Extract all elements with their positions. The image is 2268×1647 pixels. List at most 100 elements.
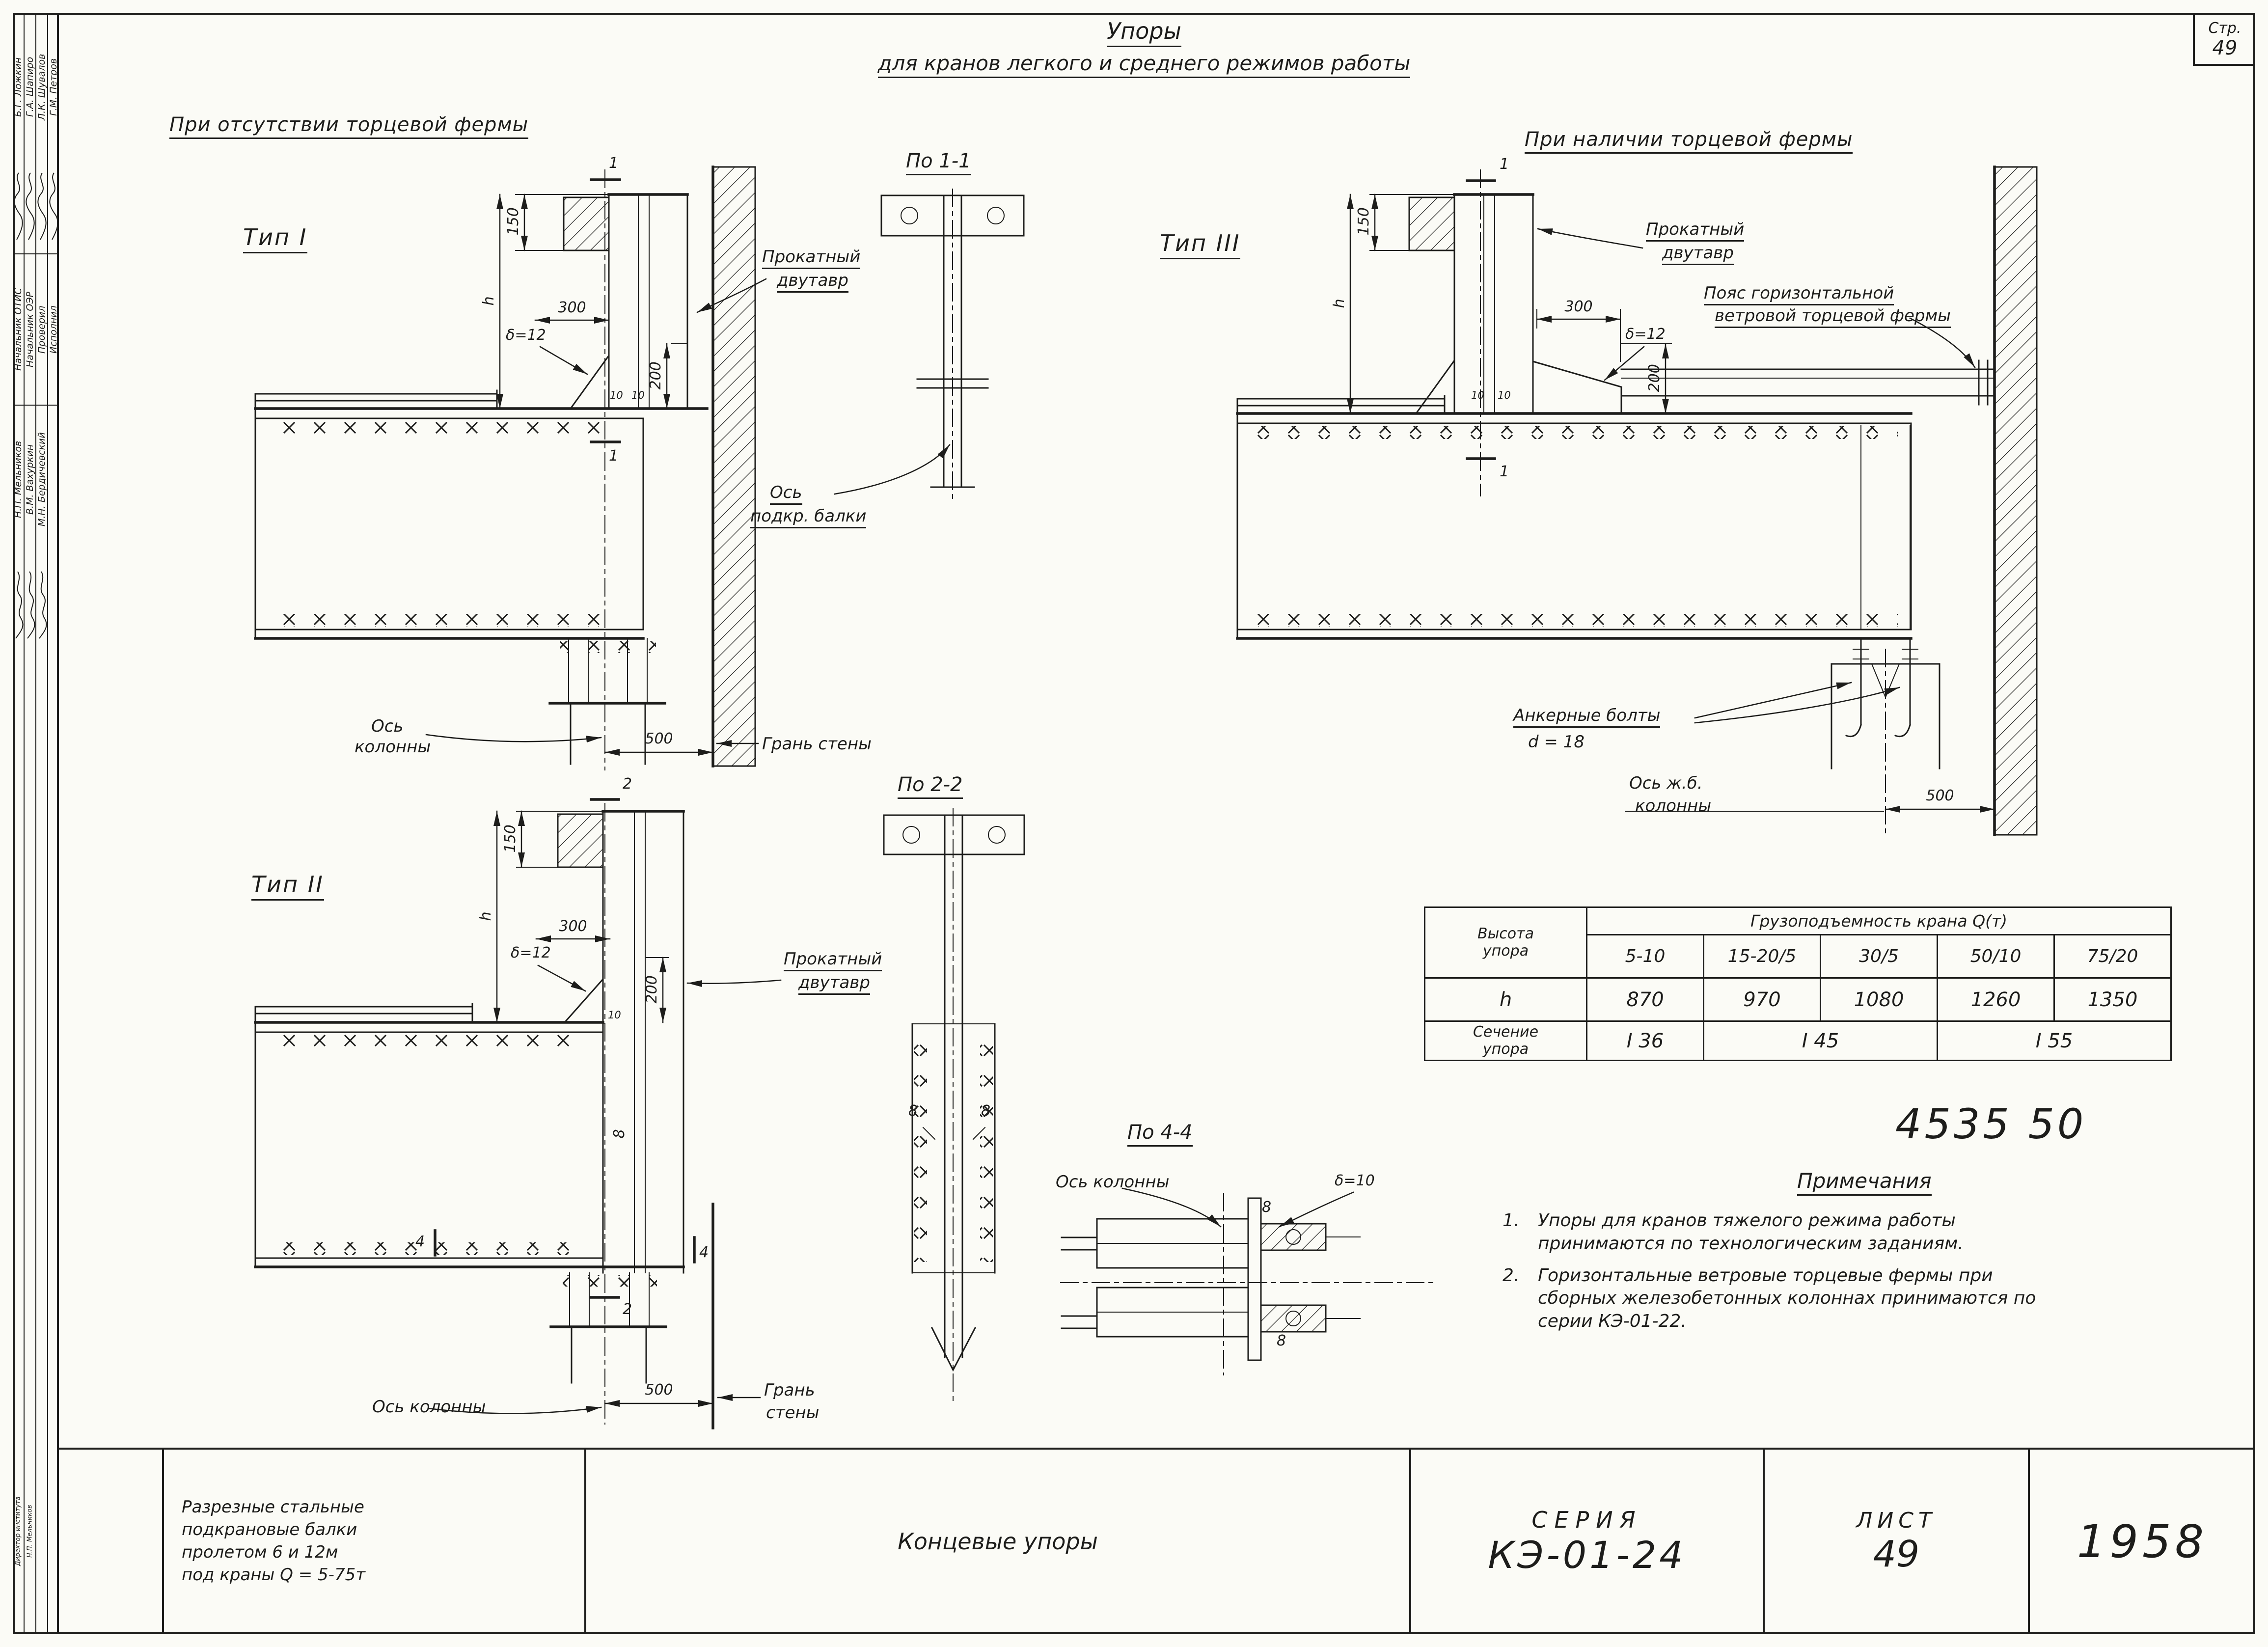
table-h-label: h [1424,977,1587,1022]
note-number: 2. [1503,1265,1520,1286]
t1-dim-300: 300 [558,299,586,316]
table-height: 970 [1703,977,1821,1022]
s11-crane-beam-axis-line1: Ось [770,483,802,505]
t2-dim-300: 300 [559,918,587,935]
s44-dim-8b: 8 [1277,1332,1286,1349]
t2-column-axis: Ось колонны [372,1397,486,1417]
title-block: Разрезные стальные подкрановые балки про… [59,1448,2255,1633]
t2-dim-500: 500 [645,1381,673,1399]
t3-anchor-bolts-line1: Анкерные болты [1513,706,1661,728]
t3-dim-h: h [1331,299,1348,308]
description-line3: пролетом 6 и 12м [182,1542,338,1562]
t3-dim-150: 150 [1355,207,1373,236]
t3-dim-10b: 10 [1498,389,1511,401]
stamp-role: Проверил [36,253,47,406]
t1-dim-200: 200 [647,361,665,390]
signature [13,553,24,656]
s11-crane-beam-axis-line2: подкр. балки [750,507,867,529]
s44-delta-10: δ=10 [1335,1172,1375,1189]
stamp-footer-note [48,1428,59,1634]
subheader-right: При наличии торцевой фермы [1525,129,1853,154]
type1-detail-linework [254,165,759,770]
t3-delta-12: δ=12 [1625,326,1666,343]
series-label: СЕРИЯ [1531,1506,1642,1533]
t1-dim-10b: 10 [631,389,645,401]
t3-rolled-beam-line2: двутавр [1662,244,1734,266]
type2-detail-linework [254,798,782,1429]
note-item: 2. Горизонтальные ветровые торцевые ферм… [1503,1264,2067,1333]
type1-title: Тип I [243,224,308,253]
description-line2: подкрановые балки [182,1520,357,1540]
sheet-value: 49 [1873,1533,1920,1575]
stamp-name: Л.К. Шувалов [36,13,47,160]
stamp-name2 [48,406,59,553]
sec22-title: По 2-2 [898,774,963,799]
note-item: 1. Упоры для кранов тяжелого режима рабо… [1503,1209,2067,1256]
table-height: 870 [1586,977,1704,1022]
page-number-label: Стр. [2208,19,2241,37]
table-corner-line2: упора [1482,942,1529,960]
stamp-column-1: Б.Г. Ложкин Начальник ОТИС Н.П. Мельнико… [13,13,24,1634]
signature [25,160,35,253]
sheet-title-line2: для кранов легкого и среднего режимов ра… [877,51,1411,78]
series-value: КЭ-01-24 [1488,1533,1686,1577]
t2-cut-bottom: 2 [623,1301,632,1318]
s22-dim-8b: 8 [981,1102,991,1120]
table-section-label-line1: Сечение [1473,1023,1539,1041]
t1-column-axis-line2: колонны [355,737,431,757]
t2-dim-8: 8 [611,1129,628,1139]
t1-dim-10a: 10 [610,389,623,401]
t2-rolled-beam-line2: двутавр [798,973,870,995]
table-height: 1350 [2053,977,2172,1022]
s11-rolled-beam-line2: двутавр [777,271,848,293]
t3-cut-bottom: 1 [1500,463,1509,480]
sec44-linework [1060,1187,1434,1375]
subheader-left: При отсутствии торцевой фермы [169,114,529,139]
t1-dim-150: 150 [505,207,522,236]
notes-title: Примечания [1797,1169,1932,1196]
t2-dim-h: h [477,911,495,921]
title-block-year: 1958 [2028,1450,2255,1633]
table-height: 1260 [1937,977,2055,1022]
t2-wall-face-line2: стены [766,1403,820,1423]
title-block-spacer [59,1450,162,1633]
s22-dim-8a: 8 [908,1102,918,1120]
signature [48,553,59,656]
type3-title: Тип III [1160,230,1241,259]
s11-rolled-beam-line1: Прокатный [762,247,861,270]
title-block-sheet-name: Концевые упоры [584,1450,1409,1633]
t1-delta-12: δ=12 [506,327,546,344]
t3-dim-200: 200 [1646,364,1664,392]
t3-truss-chord-line1: Пояс горизонтальной [1704,284,1894,306]
t3-dim-300: 300 [1564,298,1593,315]
page-number-value: 49 [2212,36,2238,59]
table-capacity: 30/5 [1820,934,1938,979]
stamp-role: Начальник ОЭР [25,253,35,406]
type3-detail-linework [1236,165,2038,836]
title-block-sheet: ЛИСТ 49 [1763,1450,2028,1633]
table-capacity: 50/10 [1937,934,2055,979]
title-block-series: СЕРИЯ КЭ-01-24 [1409,1450,1763,1633]
s44-column-axis: Ось колонны [1056,1172,1170,1192]
sec11-title: По 1-1 [906,150,971,175]
stamp-name: Г.А. Шапиро [25,13,35,160]
document-number: 4535 50 [1895,1100,2087,1148]
table-capacity: 15-20/5 [1703,934,1821,979]
s44-dim-8a: 8 [1262,1199,1272,1216]
signature [36,160,47,253]
stamp-name2: М.Н. Бердичевский [36,432,47,526]
title-block-description: Разрезные стальные подкрановые балки про… [162,1450,584,1633]
t2-cut4-right: 4 [699,1244,709,1261]
stamp-role: Начальник ОТИС [13,253,24,406]
t3-rolled-beam-line1: Прокатный [1646,220,1745,242]
table-section: I 36 [1586,1020,1704,1061]
note-text: Упоры для кранов тяжелого режима работы … [1538,1210,1964,1254]
description-line1: Разрезные стальные [182,1497,364,1517]
signature [13,160,24,253]
description-line4: под краны Q = 5-75т [182,1565,366,1585]
table-corner: Высота упора [1424,906,1587,979]
page-number-box: Стр. 49 [2193,15,2255,66]
stamp-name: Г.М. Петров [48,13,59,160]
stamp-column-4: Г.М. Петров Исполнил [47,13,59,1634]
